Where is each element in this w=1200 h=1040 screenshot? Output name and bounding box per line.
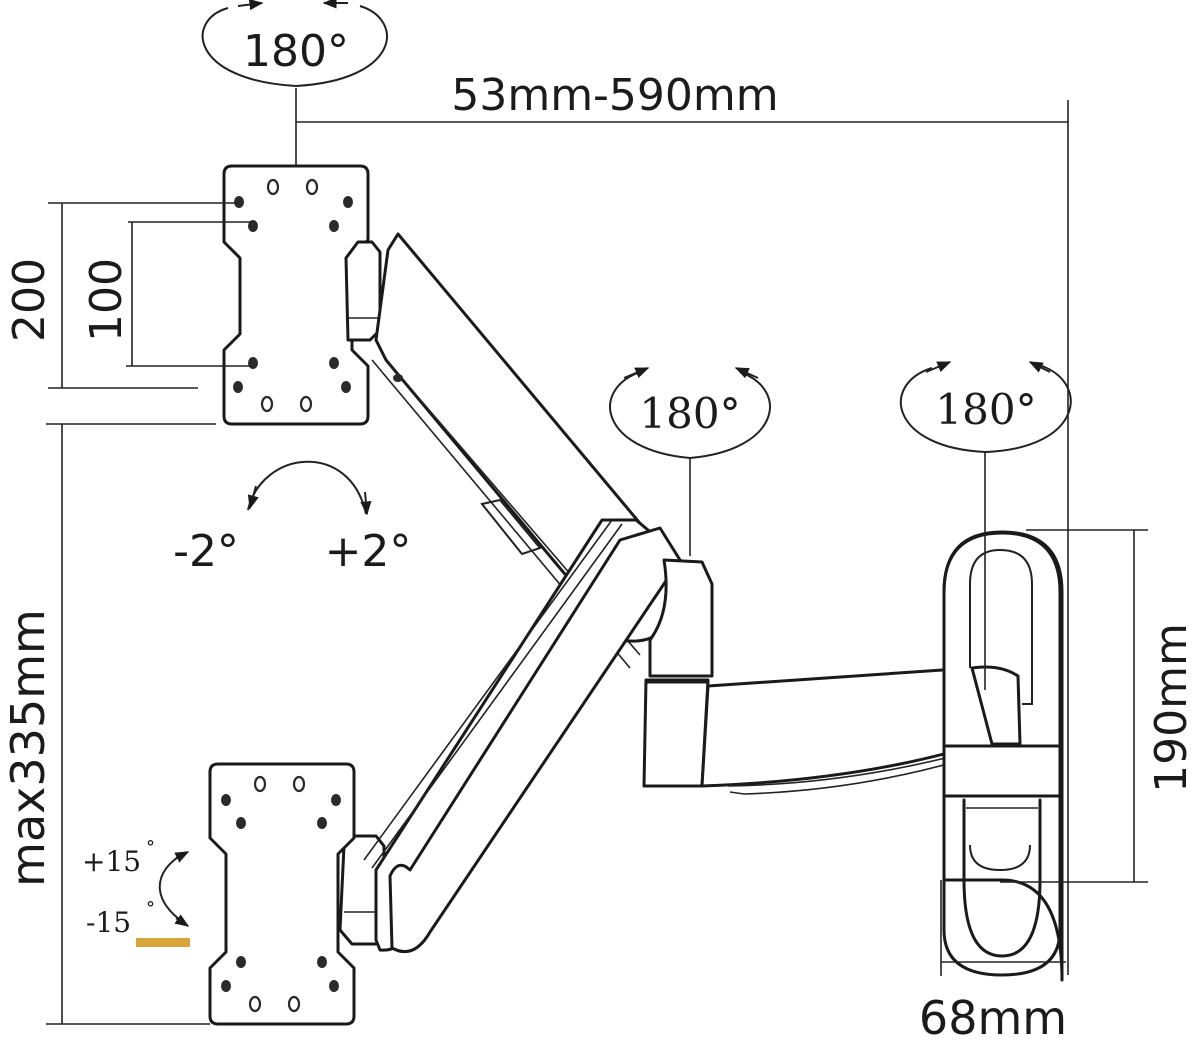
- tilt-plus-label: +15: [82, 845, 141, 878]
- wall-plate-height-label: 190mm: [1146, 623, 1197, 793]
- vesa-dimensions: 200 100: [4, 202, 252, 389]
- roll-minus-label: -2°: [173, 526, 239, 577]
- tilt-arc-icon: [158, 851, 187, 925]
- reach-label: 53mm-590mm: [451, 70, 778, 121]
- height-dimension: max335mm: [1, 423, 216, 1025]
- svg-text:°: °: [146, 837, 155, 858]
- svg-text:°: °: [146, 898, 155, 919]
- wall-rotation-label: 180°: [935, 385, 1036, 434]
- wall-plate-dimensions: 190mm 68mm: [919, 529, 1197, 1040]
- wall-rotation-indicator: 180°: [899, 361, 1072, 690]
- lower-vesa-plate: [208, 762, 356, 1026]
- vesa-200-label: 200: [4, 258, 55, 342]
- wall-plate: [942, 530, 1064, 982]
- top-rotation-arc-icon: [201, 5, 388, 88]
- roll-arc-icon: [247, 460, 367, 515]
- elbow-joint: 180°: [609, 367, 771, 788]
- lower-arm-position: [338, 518, 682, 953]
- rotation-arrow-icon: [237, 0, 264, 11]
- wall-rotation-arc-icon: [899, 365, 1072, 454]
- vesa-100-label: 100: [81, 258, 132, 342]
- upper-vesa-plate: [222, 164, 370, 426]
- reach-dimension: 53mm-590mm: [296, 70, 1069, 975]
- wall-plate-depth-label: 68mm: [919, 991, 1067, 1040]
- elbow-rotation-label: 180°: [639, 389, 740, 438]
- roll-plus-label: +2°: [325, 526, 412, 577]
- tilt-minus-label: -15: [86, 906, 131, 939]
- height-range-label: max335mm: [1, 609, 55, 887]
- top-rotation-label: 180°: [243, 26, 349, 77]
- tilt-indicator: +15 ° -15 °: [82, 837, 190, 947]
- tilt-accent-bar: [136, 938, 190, 947]
- roll-indicator: -2° +2°: [173, 460, 412, 577]
- top-rotation-indicator: 180°: [201, 0, 388, 165]
